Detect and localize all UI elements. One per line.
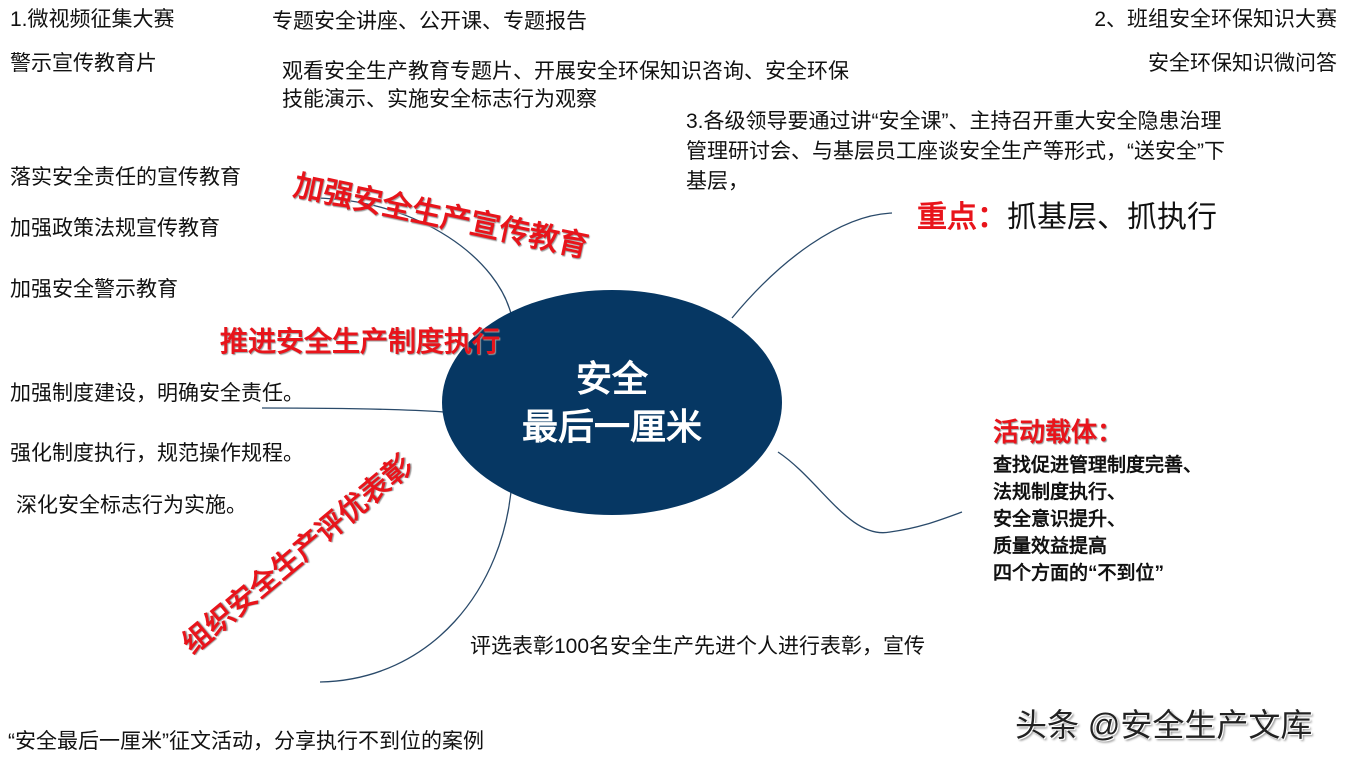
watch-line2: 技能演示、实施安全标志行为观察 bbox=[282, 88, 597, 111]
team-contest: 2、班组安全环保知识大赛 bbox=[1094, 8, 1337, 31]
leaders-line3: 基层， bbox=[686, 170, 749, 193]
connector-system bbox=[261, 407, 445, 413]
connector-propaganda bbox=[314, 197, 513, 319]
carrier-list: 查找促进管理制度完善、 法规制度执行、 安全意识提升、 质量效益提高 四个方面的… bbox=[993, 452, 1202, 587]
watermark: 头条 @安全生产文库 bbox=[1015, 707, 1313, 743]
center-line1: 安全 bbox=[575, 357, 648, 399]
commend-detail: 评选表彰100名安全生产先进个人进行表彰，宣传 bbox=[470, 635, 926, 658]
essay-activity: “安全最后一厘米”征文活动，分享执行不到位的案例 bbox=[8, 730, 484, 753]
carrier-item: 质量效益提高 bbox=[993, 536, 1108, 557]
carrier-item: 安全意识提升、 bbox=[993, 509, 1127, 530]
lectures: 专题安全讲座、公开课、专题报告 bbox=[272, 10, 587, 33]
left-item: 强化制度执行，规范操作规程。 bbox=[10, 442, 304, 465]
focus: 重点：抓基层、抓执行 bbox=[917, 192, 1217, 236]
left-item: 深化安全标志行为实施。 bbox=[16, 494, 247, 517]
carrier-item: 法规制度执行、 bbox=[993, 482, 1127, 503]
video-contest: 1.微视频征集大赛 bbox=[10, 8, 175, 31]
focus-label: 重点： bbox=[917, 201, 1007, 234]
connector-carrier bbox=[777, 451, 963, 534]
micro-qa: 安全环保知识微问答 bbox=[1148, 52, 1337, 75]
carrier-item: 四个方面的“不到位” bbox=[993, 563, 1165, 584]
connector-commend bbox=[319, 479, 513, 683]
carrier-label: 活动载体： bbox=[993, 417, 1124, 447]
focus-text: 抓基层、抓执行 bbox=[1007, 201, 1217, 234]
center-line2: 最后一厘米 bbox=[521, 405, 702, 447]
connector-focus bbox=[731, 212, 893, 319]
left-item: 加强安全警示教育 bbox=[10, 278, 178, 301]
central-topic: 安全 最后一厘米 bbox=[442, 290, 782, 515]
leaders-line2: 管理研讨会、与基层员工座谈安全生产等形式，“送安全”下 bbox=[686, 140, 1225, 163]
left-item: 落实安全责任的宣传教育 bbox=[10, 166, 241, 189]
left-item: 加强政策法规宣传教育 bbox=[10, 217, 220, 240]
watch-line1: 观看安全生产教育专题片、开展安全环保知识咨询、安全环保 bbox=[282, 60, 849, 83]
left-item: 加强制度建设，明确安全责任。 bbox=[10, 382, 304, 405]
leaders-line1: 3.各级领导要通过讲“安全课”、主持召开重大安全隐患治理 bbox=[686, 110, 1222, 133]
branch-system: 推进安全生产制度执行 bbox=[220, 326, 501, 357]
warning-film: 警示宣传教育片 bbox=[10, 52, 157, 75]
carrier-item: 查找促进管理制度完善、 bbox=[993, 455, 1203, 476]
